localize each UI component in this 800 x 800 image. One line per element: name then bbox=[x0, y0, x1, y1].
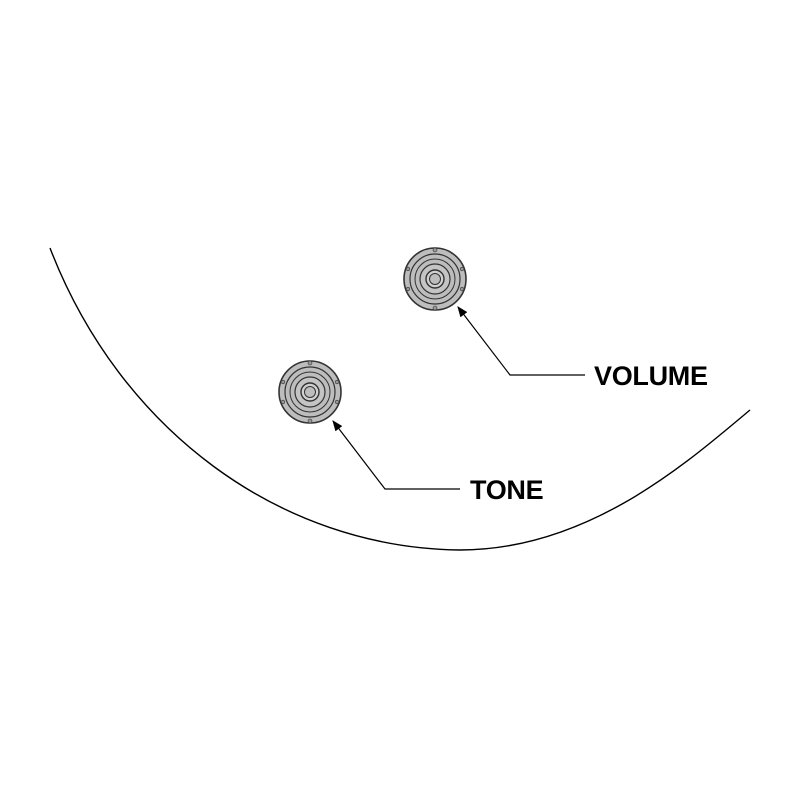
guitar-body-outline bbox=[49, 247, 751, 551]
volume-leader-line bbox=[457, 306, 585, 376]
volume-label: VOLUME bbox=[594, 361, 708, 391]
volume-knob-icon[interactable] bbox=[403, 247, 467, 311]
tone-knob-icon[interactable] bbox=[278, 360, 342, 424]
tone-leader-line bbox=[332, 420, 460, 490]
tone-label: TONE bbox=[470, 475, 543, 505]
